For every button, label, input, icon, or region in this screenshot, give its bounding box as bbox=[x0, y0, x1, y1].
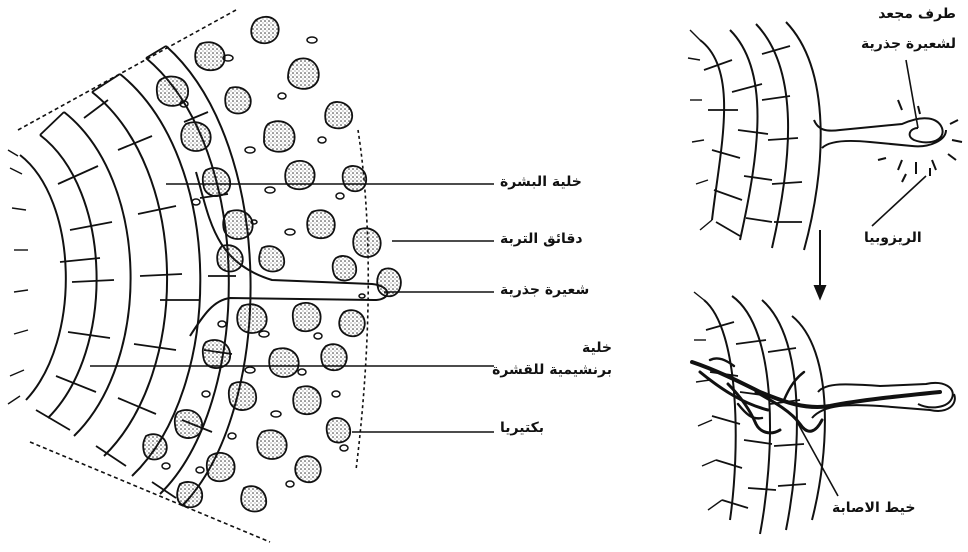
lower-root-hair bbox=[812, 383, 955, 418]
inner-wall-stubs bbox=[8, 150, 28, 404]
label-epidermis-cell: خلية البشرة bbox=[500, 174, 582, 190]
cortex-wall-1 bbox=[20, 155, 66, 400]
label-rhizobia: الريزوبيا bbox=[864, 230, 922, 246]
label-curled-tip-line1: طرف مجعد bbox=[860, 6, 956, 22]
label-soil-particles: دقائق التربة bbox=[500, 231, 583, 247]
upper-wall-stubs bbox=[688, 30, 712, 230]
cortex-wall-4 bbox=[92, 92, 167, 456]
label-curled-tip: طرف مجعد لشعيرة جذرية bbox=[860, 6, 956, 52]
label-infection-thread: خيط الاصابة bbox=[832, 500, 915, 516]
left-leader-lines bbox=[90, 184, 494, 432]
lower-wall-stubs bbox=[694, 292, 722, 510]
label-root-hair: شعيرة جذرية bbox=[500, 282, 589, 298]
label-bacteria: بكتيريا bbox=[500, 420, 544, 436]
sequence-arrow bbox=[815, 230, 825, 298]
leader-rhizobia bbox=[872, 176, 926, 226]
soil-particles bbox=[143, 17, 401, 512]
lower-infection-figure bbox=[694, 292, 955, 534]
leader-curled-tip bbox=[906, 60, 918, 128]
label-curled-tip-line2: لشعيرة جذرية bbox=[860, 36, 956, 52]
label-cortex-cell: خلية برنشيمية للقشرة bbox=[500, 340, 612, 378]
label-cortex-cell-line1: خلية bbox=[500, 340, 612, 356]
label-cortex-cell-line2: برنشيمية للقشرة bbox=[500, 362, 612, 378]
wedge-boundary-top bbox=[18, 10, 236, 130]
curled-root-hair bbox=[814, 118, 946, 148]
upper-root-hair-figure bbox=[688, 22, 946, 250]
root-section-panel bbox=[8, 10, 387, 542]
cortex-wall-2 bbox=[40, 135, 97, 418]
